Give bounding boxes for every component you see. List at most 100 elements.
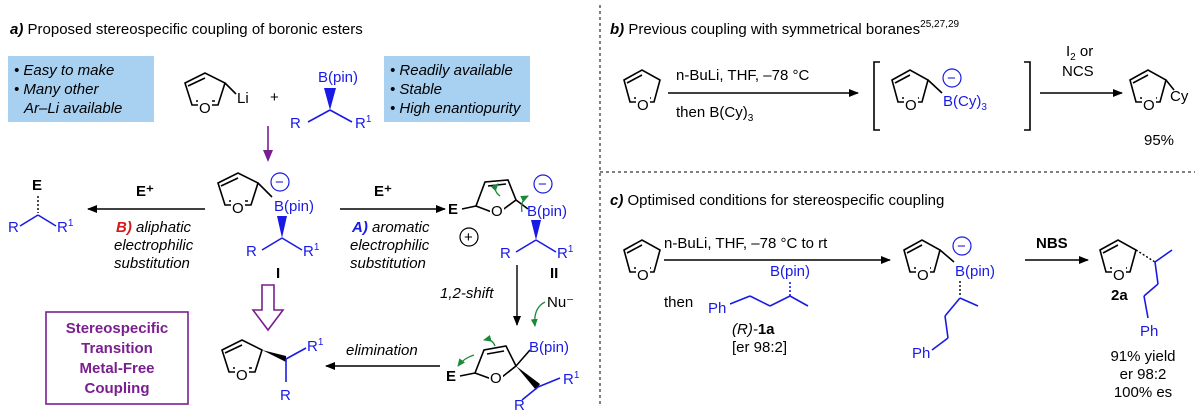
r1-label-III: R1 [563,370,580,388]
result-box-line-1: Stereospecific [66,320,169,337]
route-a-line-2: electrophilic [350,237,430,254]
furan-oxygen-b3: O [1143,97,1155,114]
result-er: er 98:2 [1120,366,1167,383]
substrate-label-1a: (R)-1a [732,321,775,338]
plus-sign: + [270,89,279,106]
shift-label: 1,2-shift [440,285,494,302]
yield-b: 95% [1144,132,1174,149]
r-label-I: R [246,243,257,260]
panel-c: c) Optimised conditions for stereospecif… [610,192,1176,401]
furan-oxygen-b2: O [905,97,917,114]
condition-b-2: then B(Cy)3 [676,104,754,124]
electrophile-label-b: E⁺ [136,183,154,200]
product-b-substituent: Cy [1170,88,1189,105]
furan-oxygen: O [199,100,211,117]
ate-charge-I: − [275,174,284,191]
product-2a-structure: O Ph 2a [1099,239,1173,340]
furan-oxygen-c2: O [917,267,929,284]
furan-oxygen-c: O [637,267,649,284]
r-label: R [290,115,301,132]
r1-label-II: R1 [557,244,574,262]
r1-label-product: R1 [307,337,324,355]
r1-label: R1 [355,114,372,132]
furan-oxygen-2a: O [1113,267,1125,284]
result-es: 100% es [1114,384,1172,401]
result-yield: 91% yield [1110,348,1175,365]
r-label-product: R [280,387,291,404]
panel-b: b) Previous coupling with symmetrical bo… [610,19,1189,149]
furan-oxygen-II: O [491,203,503,220]
r-label-b: R [8,219,19,236]
route-a-line-3: substitution [350,255,426,272]
product-route-b: E R R1 [8,177,74,236]
nucleophile-label: Nu⁻ [547,294,574,311]
route-a-line-1: A) aromatic [351,219,430,236]
bpin-label-1a: B(pin) [770,263,810,280]
cation-charge-II: + [464,229,473,246]
product-label-2a: 2a [1111,287,1128,304]
electrophile-label-a: E⁺ [374,183,392,200]
borate-label-b: B(Cy)3 [943,93,987,113]
product-structure-b: O Cy [1129,69,1189,114]
bpin-label-III: B(pin) [529,339,569,356]
condition-c-1: n-BuLi, THF, –78 °C to rt [664,235,828,252]
panel-a: a) Proposed stereospecific coupling of b… [8,21,580,410]
bpin-label: B(pin) [318,69,358,86]
left-box-line-1: • Easy to make [14,62,114,79]
panel-c-title: c) Optimised conditions for stereospecif… [610,192,944,209]
borate-charge-b: − [947,70,956,87]
result-box [45,311,189,405]
bpin-label-II: B(pin) [527,203,567,220]
reagent-b-1: I2 or [1066,43,1093,63]
borate-structure-c: O B(pin) − Ph [903,236,995,362]
substrate-1a-structure: Ph B(pin) (R)-1a [er 98:2] [708,263,810,356]
lithium-label: Li [237,90,249,107]
route-b-line-1: B) aliphatic [116,219,192,236]
right-box-line-1: • Readily available [390,62,513,79]
bpin-label-c: B(pin) [955,263,995,280]
result-box-line-3: Metal-Free [79,360,154,377]
advantages-box-left [8,56,154,122]
dearomatized-intermediate: E O B(pin) R R1 [446,334,580,410]
route-b-line-2: electrophilic [114,237,194,254]
reagent-nbs: NBS [1036,235,1068,252]
furan-structure-c: O [623,239,661,284]
furan-oxygen-product: O [236,367,248,384]
compound-label-I: I [276,265,280,282]
boronate-complex-I: O B(pin) − R R1 I [217,172,320,282]
phenyl-label-1a: Ph [708,300,726,317]
advantages-box-right [384,56,530,122]
phenyl-label-c: Ph [912,345,930,362]
left-box-line-3: Ar–Li available [23,100,122,117]
route-b-line-3: substitution [114,255,190,272]
e-label-b: E [32,177,42,194]
borate-charge-c: − [957,238,966,255]
e-label-II: E [448,201,458,218]
panel-a-title: a) Proposed stereospecific coupling of b… [10,21,363,38]
r1-label-I: R1 [303,242,320,260]
reagent-b-2: NCS [1062,63,1094,80]
bpin-label-I: B(pin) [274,198,314,215]
furan-oxygen-I: O [232,200,244,217]
furan-oxygen-III: O [490,370,502,387]
e-label-III: E [446,368,456,385]
furyllithium-structure: O Li [184,72,249,117]
intermediate-II: E O B(pin) − + R R1 II [448,174,574,282]
result-box-line-4: Coupling [85,380,150,397]
r-label-II: R [500,245,511,262]
r-label-III: R [514,397,525,410]
condition-c-then: then [664,294,693,311]
result-box-line-2: Transition [81,340,153,357]
substrate-er: [er 98:2] [732,339,787,356]
borate-structure-b: O B(Cy)3 − [891,68,987,114]
ate-charge-II: − [538,176,547,193]
phenyl-label-2a: Ph [1140,323,1158,340]
compound-label-II: II [550,265,558,282]
left-box-line-2: • Many other [14,81,99,98]
hollow-purple-arrow [251,284,285,332]
right-box-line-2: • Stable [390,81,442,98]
elimination-label: elimination [346,342,418,359]
boronic-ester-structure: B(pin) R R1 [290,69,372,132]
panel-b-title: b) Previous coupling with symmetrical bo… [610,19,960,38]
